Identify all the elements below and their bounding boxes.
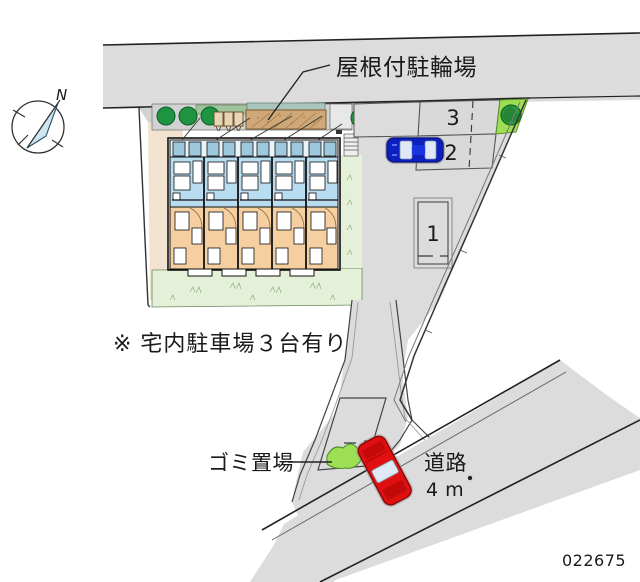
parking-note-label: ※ 宅内駐車場３台有り [113, 332, 347, 357]
shrub-bed [495, 98, 529, 135]
bicycle-parking-label: 屋根付駐輪場 [336, 55, 477, 81]
unit-plan [237, 141, 273, 270]
unit-plan [305, 141, 339, 270]
unit-plan [271, 141, 307, 270]
tree-icon [156, 106, 220, 126]
north-arrow: N [11, 86, 67, 154]
road-label: 道路 [424, 451, 467, 475]
parking-space-2-label: 2 [444, 141, 457, 165]
blue-car [385, 136, 445, 164]
trash-area-label-group: ゴミ置場 [208, 451, 332, 475]
parking-space-3[interactable]: 3 [417, 99, 501, 137]
trash-area-label: ゴミ置場 [208, 451, 294, 475]
apartment-building [167, 137, 341, 277]
site-boundary-right [393, 99, 527, 423]
road-label-group: 道路 4 m [424, 451, 467, 501]
unit-plan [203, 141, 239, 270]
plan-id-number: 022675 [562, 551, 626, 570]
bottom-road [250, 359, 640, 582]
red-car [356, 434, 414, 507]
covered-bicycle-parking [245, 102, 327, 130]
top-planting-strip [151, 102, 370, 157]
bicycle-rack-icon [213, 111, 244, 132]
parking-space-1-label: 1 [426, 222, 439, 246]
parking-space-1[interactable]: 1 [413, 197, 453, 269]
parking-space-3-label: 3 [446, 106, 459, 130]
stair-detail [343, 133, 359, 157]
leader-lines [181, 115, 343, 141]
entrance-porch [187, 268, 315, 277]
road-width-label: 4 m [426, 479, 464, 501]
unit-plan [169, 141, 205, 270]
north-label: N [56, 86, 67, 104]
bicycle-parking-label-group: 屋根付駐輪場 [267, 55, 477, 121]
